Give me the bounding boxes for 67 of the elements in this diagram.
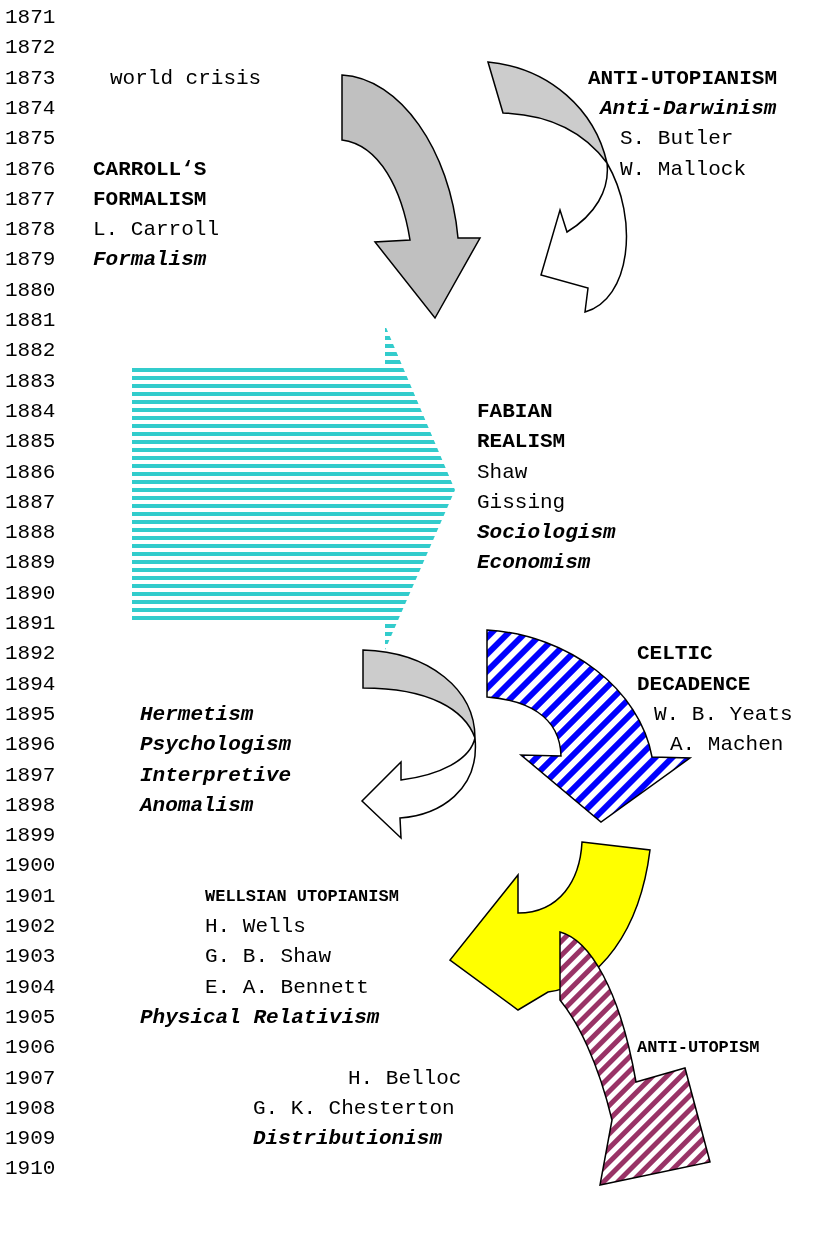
year-label: 1899 <box>5 823 56 850</box>
year-label: 1875 <box>5 126 56 153</box>
heading: ANTI-UTOPISM <box>637 1037 760 1060</box>
year-label: 1878 <box>5 217 56 244</box>
year-label: 1884 <box>5 398 56 425</box>
year-label: 1900 <box>5 853 56 880</box>
term-label: Sociologism <box>477 520 616 547</box>
year-label: 1874 <box>5 95 56 122</box>
year-label: 1889 <box>5 550 56 577</box>
text-label: world crisis <box>110 65 262 92</box>
author-name: W. B. Yeats <box>654 701 793 728</box>
year-label: 1887 <box>5 489 56 516</box>
year-label: 1877 <box>5 186 56 213</box>
year-label: 1871 <box>5 5 56 31</box>
year-label: 1890 <box>5 580 56 607</box>
author-name: A. Machen <box>670 732 784 759</box>
year-label: 1876 <box>5 156 56 183</box>
heading: CELTIC DECADENCE <box>637 641 752 698</box>
author-name: E. A. Bennett <box>205 974 369 1001</box>
year-label: 1898 <box>5 792 56 819</box>
term-label: Psychologism <box>140 732 292 759</box>
author-name: L. Carroll <box>93 217 220 244</box>
author-name: W. Mallock <box>620 156 747 183</box>
year-label: 1910 <box>5 1156 56 1183</box>
year-label: 1902 <box>5 914 56 940</box>
term-label: Hermetism <box>140 701 254 728</box>
heading: CARROLL‘S FORMALISM <box>93 156 208 213</box>
year-label: 1873 <box>5 65 56 92</box>
year-label: 1894 <box>5 671 56 698</box>
author-name: Gissing <box>477 489 566 516</box>
year-label: 1909 <box>5 1126 56 1153</box>
year-label: 1888 <box>5 520 56 547</box>
year-label: 1891 <box>5 611 56 637</box>
term-label: Distributionism <box>253 1126 443 1153</box>
term-label: Formalism <box>93 247 207 274</box>
term-label: Anti-Darwinism <box>600 95 777 122</box>
year-label: 1897 <box>5 762 56 789</box>
author-name: S. Butler <box>620 126 734 153</box>
year-label: 1886 <box>5 459 56 486</box>
term-label: Economism <box>477 550 591 577</box>
year-label: 1907 <box>5 1065 56 1092</box>
year-label: 1881 <box>5 308 56 334</box>
heading: ANTI-UTOPIANISM <box>588 65 778 92</box>
year-label: 1892 <box>5 641 56 668</box>
heading: WELLSIAN UTOPIANISM <box>205 885 399 908</box>
heading: FABIAN REALISM <box>477 398 567 456</box>
year-label: 1908 <box>5 1095 56 1122</box>
term-label: Interpretive Anomalism <box>140 762 293 819</box>
author-name: Shaw <box>477 459 528 486</box>
year-label: 1905 <box>5 1004 56 1031</box>
author-name: H. Belloc <box>348 1065 462 1092</box>
term-label: Physical Relativism <box>140 1004 380 1031</box>
author-name: G. K. Chesterton <box>253 1095 455 1122</box>
year-label: 1883 <box>5 368 56 395</box>
year-label: 1895 <box>5 701 56 728</box>
year-label: 1885 <box>5 429 56 456</box>
year-label: 1872 <box>5 35 56 62</box>
year-label: 1882 <box>5 338 56 365</box>
year-label: 1903 <box>5 944 56 971</box>
year-label: 1901 <box>5 883 56 910</box>
year-label: 1904 <box>5 974 56 1001</box>
year-label: 1879 <box>5 247 56 274</box>
year-label: 1906 <box>5 1035 56 1062</box>
author-name: H. Wells <box>205 914 306 940</box>
year-label: 1896 <box>5 732 56 759</box>
year-label: 1880 <box>5 277 56 304</box>
author-name: G. B. Shaw <box>205 944 332 971</box>
